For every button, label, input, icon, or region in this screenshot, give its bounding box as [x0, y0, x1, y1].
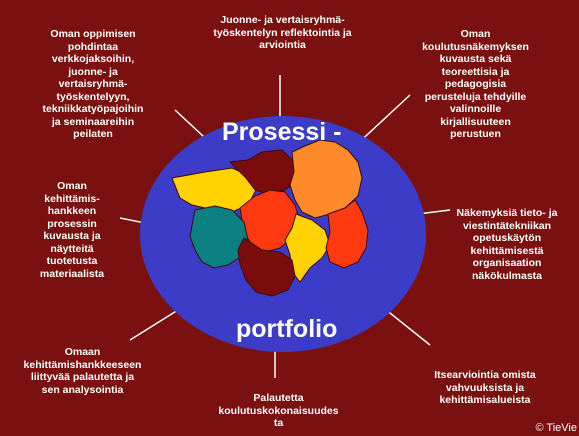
label-bottom: Palautetta koulutuskokonaisuudes ta: [218, 392, 339, 429]
region-teal: [189, 205, 249, 269]
label-top-right: Oman koulutusnäkemyksen kuvausta sekä te…: [422, 28, 529, 140]
region-orange: [289, 139, 363, 219]
label-right: Näkemyksiä tieto- ja viestintätekniikan …: [456, 207, 558, 282]
center-title-bottom: portfolio: [236, 315, 337, 343]
label-left: Oman kehittämis- hankkeen prosessin kuva…: [39, 180, 105, 280]
region-yellow-center: [284, 213, 331, 283]
center-title-top: Prosessi -: [222, 118, 342, 146]
label-top-left: Oman oppimisen pohdintaa verkkojaksoihin…: [42, 28, 144, 140]
label-top: Juonne- ja vertaisryhmä- työskentelyn re…: [213, 14, 352, 51]
region-maroon-bottom: [237, 237, 296, 297]
label-bottom-right: Itsearviointia omista vahvuuksista ja ke…: [434, 369, 536, 406]
region-red-right: [325, 199, 369, 269]
label-bottom-left: Omaan kehittämishankkeeseen liittyvää pa…: [23, 346, 142, 396]
region-map: [171, 139, 369, 297]
copyright-notice: © TieVie: [535, 422, 577, 434]
